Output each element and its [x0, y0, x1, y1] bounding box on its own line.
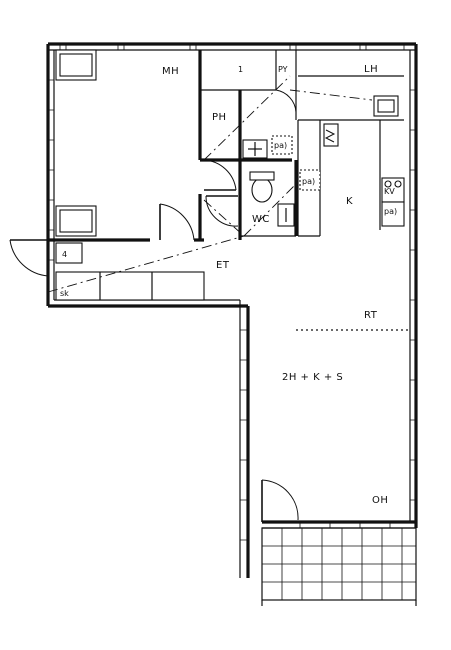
- fixture-label-pa-kitchen: pa): [384, 207, 397, 216]
- fixture-labels: PY 4 sk 1 KV pa) pa) pa): [60, 65, 397, 298]
- room-label-mh: MH: [162, 66, 179, 77]
- interior-walls: [48, 50, 404, 242]
- doors: [9, 89, 299, 522]
- fixture-label-kv: KV: [384, 187, 395, 196]
- exterior-walls: [46, 42, 418, 578]
- fixture-label-closet-4: 4: [62, 250, 67, 259]
- fixture-label-sk: sk: [60, 289, 69, 298]
- dash-dot-lines: [47, 75, 373, 301]
- fixture-label-py: PY: [278, 65, 288, 74]
- wall-hatching: [48, 44, 416, 541]
- fixtures: [55, 49, 410, 331]
- room-label-wc: WC: [252, 214, 270, 225]
- balcony: [261, 527, 417, 606]
- room-label-ph: PH: [212, 112, 227, 123]
- apartment-type-label: 2H + K + S: [282, 372, 343, 383]
- room-labels: MH PH LH WC K ET RT OH 2H + K + S: [162, 64, 388, 506]
- fixture-label-pa-bath: pa): [274, 141, 287, 150]
- room-label-oh: OH: [372, 495, 388, 506]
- room-label-et: ET: [216, 260, 230, 271]
- fixture-label-pa-wc: pa): [302, 177, 315, 186]
- room-label-k: K: [346, 196, 353, 207]
- room-label-lh: LH: [364, 64, 378, 75]
- room-label-rt: RT: [364, 310, 378, 321]
- fixture-label-closet-1: 1: [238, 65, 243, 74]
